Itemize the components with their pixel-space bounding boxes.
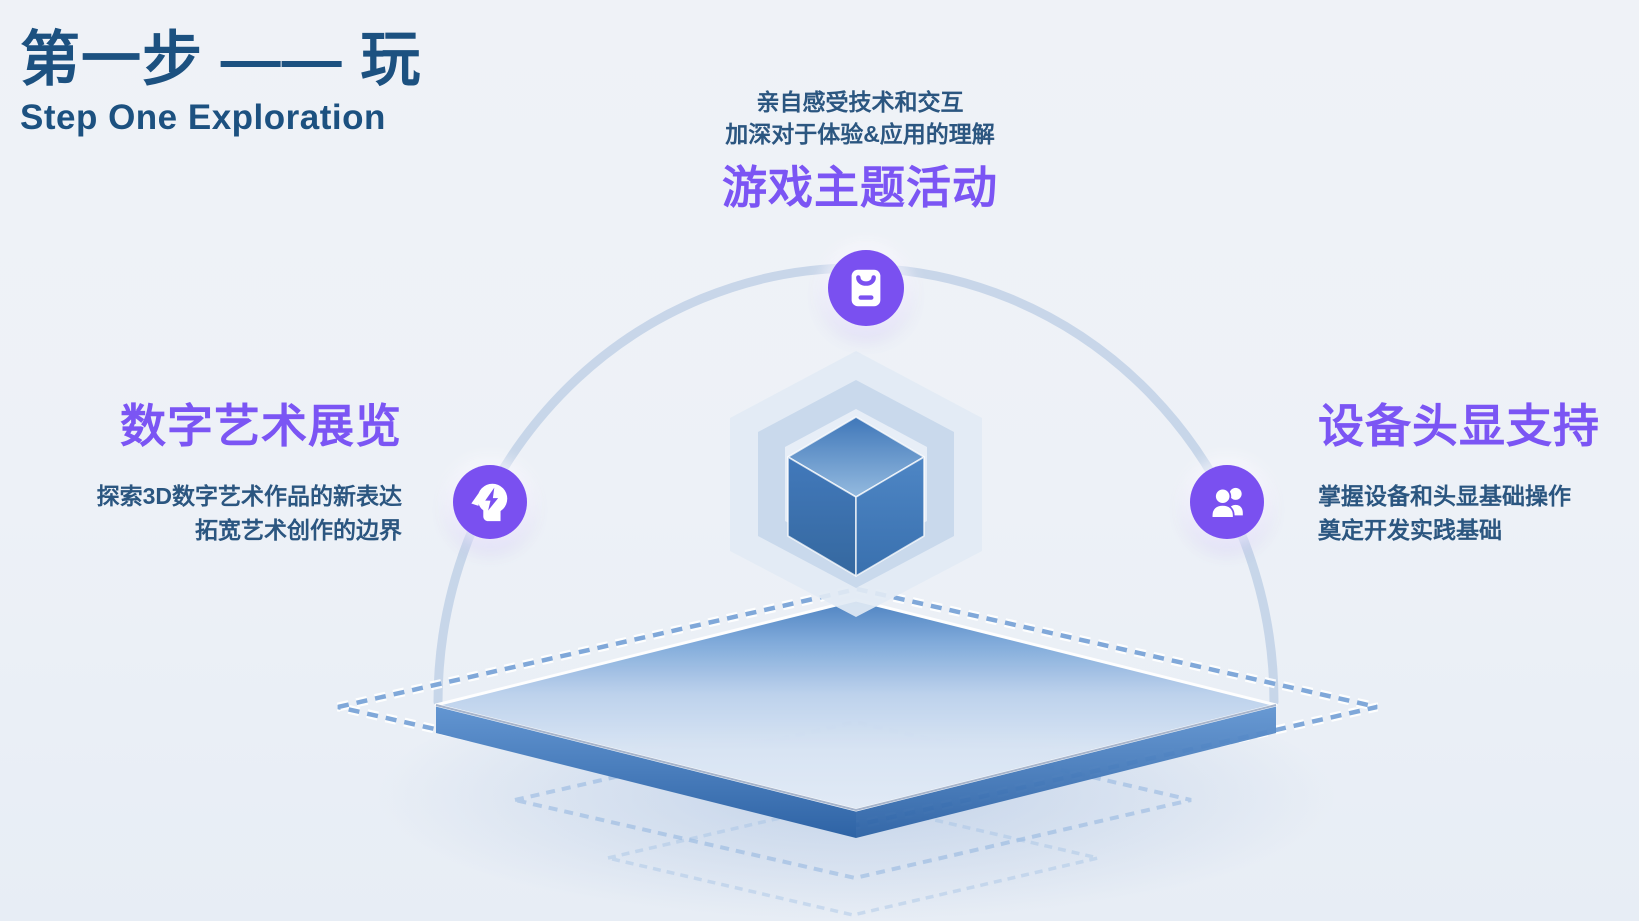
- right-node-annotation: 设备头显支持 掌握设备和头显基础操作 奠定开发实践基础: [1318, 400, 1638, 547]
- left-node-description: 探索3D数字艺术作品的新表达 拓宽艺术创作的边界: [0, 479, 402, 547]
- cube-right-face: [855, 456, 925, 577]
- top-node-description-line1: 亲自感受技术和交互: [756, 89, 964, 115]
- cube-3d: [787, 416, 925, 577]
- platform-top-face: [434, 598, 1278, 812]
- left-node-description-line1: 探索3D数字艺术作品的新表达: [96, 482, 402, 509]
- top-node-circle: [828, 250, 904, 326]
- right-node-description: 掌握设备和头显基础操作 奠定开发实践基础: [1318, 479, 1638, 547]
- left-node-description-line2: 拓宽艺术创作的边界: [195, 516, 402, 543]
- right-node-description-line1: 掌握设备和头显基础操作: [1318, 482, 1571, 509]
- game-bag-icon: [851, 269, 881, 307]
- top-node-heading: 游戏主题活动: [721, 162, 998, 213]
- right-node-description-line2: 奠定开发实践基础: [1318, 516, 1502, 543]
- left-node-circle: [453, 465, 527, 539]
- top-node-description-line2: 加深对于体验&应用的理解: [725, 121, 995, 147]
- slide-subtitle: Step One Exploration: [20, 98, 386, 137]
- top-node-annotation: 亲自感受技术和交互 加深对于体验&应用的理解 游戏主题活动: [510, 86, 1210, 214]
- left-node-heading: 数字艺术展览: [120, 400, 402, 452]
- right-node-heading: 设备头显支持: [1318, 400, 1600, 452]
- slide-title: 第一步 —— 玩: [20, 26, 422, 93]
- platform-side-left: [436, 705, 856, 838]
- slide-header: 第一步 —— 玩 Step One Exploration: [20, 22, 421, 138]
- platform-front-seam: [435, 704, 1277, 812]
- team-users-icon: [1210, 487, 1243, 519]
- left-node-annotation: 数字艺术展览 探索3D数字艺术作品的新表达 拓宽艺术创作的边界: [0, 400, 402, 547]
- right-node-circle: [1190, 465, 1264, 539]
- creative-mind-icon: [471, 483, 508, 522]
- platform-side-right: [856, 705, 1276, 838]
